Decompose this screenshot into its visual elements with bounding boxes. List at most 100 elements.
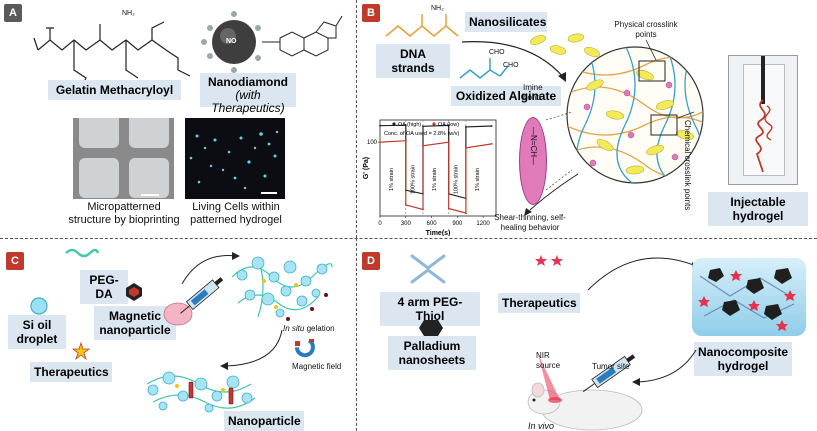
nanodiamond-illustration	[201, 11, 343, 73]
peg-da-squiggle	[65, 248, 100, 258]
in-situ-gelation-cluster	[231, 256, 333, 321]
shear-arrow	[524, 173, 579, 216]
chart-strain-label: 100% strain	[410, 165, 416, 194]
physical-crosslink-pointer	[645, 39, 657, 61]
living-cells-caption-line2: patterned hydrogel	[190, 214, 282, 226]
shear-thinning-label: Shear-thinning, self- healing behavior	[474, 213, 586, 233]
chart-point-low	[422, 208, 424, 211]
micropatterned-caption-line2: structure by bioprinting	[68, 214, 180, 226]
chart-y-axis-label: G' (Pa)	[363, 157, 370, 179]
palladium-label: Palladium nanosheets	[388, 336, 476, 370]
horizontal-divider	[0, 238, 817, 239]
nanodiamond-sublabel: (with Therapeutics)	[211, 88, 285, 115]
syringe-and-tissue	[163, 277, 224, 326]
no-label: NO	[226, 38, 237, 45]
nanosilicate-discs	[530, 33, 600, 57]
chart-x-tick-label: 600	[427, 221, 438, 227]
chart-strain-label: 1% strain	[475, 168, 481, 191]
chart-point-low	[447, 141, 450, 144]
in-situ-rest: gelation	[304, 324, 335, 333]
magnetic-field-arrow	[220, 329, 283, 370]
imine-pointer-lines	[545, 111, 573, 191]
chart-point-low	[490, 143, 493, 145]
injectable-hydrogel-label: Injectable hydrogel	[708, 192, 808, 226]
nanocomposite-line2: hydrogel	[717, 359, 769, 373]
cho-label-2: CHO	[503, 62, 519, 69]
chart-point-high	[422, 125, 424, 128]
nanocomposite-label: Nanocomposite hydrogel	[694, 342, 792, 376]
mixing-arrow	[461, 41, 566, 82]
physical-crosslink-label: Physical crosslink points	[611, 20, 681, 40]
imine-line1: Imine	[523, 83, 543, 92]
chart-point-high	[447, 124, 450, 127]
micropatterned-caption: Micropatterned structure by bioprinting	[62, 201, 186, 227]
panel-d-badge: D	[362, 252, 380, 270]
nanosilicates-label: Nanosilicates	[465, 12, 547, 32]
chart-plot-frame	[379, 119, 497, 217]
chart-point-low	[379, 141, 381, 144]
nanocomposite-line1: Nanocomposite	[697, 345, 788, 359]
in-vivo-label: In vivo	[528, 421, 555, 431]
therapeutics-label-c: Therapeutics	[30, 362, 112, 382]
peg-thiol-label: 4 arm PEG-Thiol	[380, 292, 480, 326]
in-situ-italic: In situ	[283, 324, 305, 333]
shear-line2: healing behavior	[500, 223, 560, 232]
injectable-hydrogel-vial	[728, 55, 798, 185]
palladium-line2: nanosheets	[398, 353, 466, 367]
panel-a-badge: A	[4, 4, 22, 22]
nir-line2: source	[536, 361, 561, 370]
chart-y-tick-label: 100	[367, 140, 378, 146]
si-oil-line1: Si oil	[22, 318, 52, 332]
nir-line1: NIR	[536, 351, 550, 360]
magnetic-line2: nanoparticle	[99, 323, 171, 337]
chart-legend-label: OA (low)	[438, 122, 459, 128]
si-oil-droplet-icon	[30, 297, 48, 315]
chart-x-axis-label: Time(s)	[426, 230, 451, 236]
mouse-in-vivo	[527, 354, 643, 431]
chart-annotation: Conc. of OA used = 2.8% (w/v)	[384, 131, 460, 137]
imine-bond-ellipse	[519, 117, 547, 205]
imine-bond-label: Imine bond	[523, 83, 553, 103]
therapeutics-label-d: Therapeutics	[498, 293, 580, 313]
nanocomposite-cube	[692, 258, 806, 336]
chart-point-low	[465, 147, 467, 149]
chemical-crosslink-pointer	[677, 111, 695, 119]
magnetic-field-label: Magnetic field	[292, 362, 342, 371]
chart-series-line-low	[379, 140, 492, 214]
vertical-divider-bottom	[356, 238, 357, 431]
in-situ-gelation-label: In situ gelation	[283, 324, 355, 334]
oxidized-alginate-structure	[459, 58, 509, 79]
chart-strain-label: 1% strain	[389, 168, 395, 191]
chart-legend-marker	[392, 122, 396, 126]
aligned-nanoparticle-cluster	[146, 371, 256, 413]
palladium-line1: Palladium	[403, 339, 461, 353]
nh2-label-a: NH₂	[122, 10, 135, 17]
chart-point-high	[404, 124, 407, 127]
magnetic-line1: Magnetic	[108, 309, 161, 323]
chart-point-low	[404, 139, 407, 142]
invivo-arrow	[632, 349, 697, 386]
chart-x-tick-label: 900	[452, 221, 463, 227]
chart-point-low	[404, 203, 407, 206]
nanodiamond-label: Nanodiamond	[208, 75, 288, 89]
chart-point-high	[465, 126, 467, 128]
chart-legend-label: OA (high)	[398, 122, 421, 128]
chart-x-tick-label: 300	[401, 221, 412, 227]
chart-point-high	[379, 124, 381, 127]
living-cells-caption-line1: Living Cells within	[192, 201, 280, 213]
nh2-label-b1: NH₂	[431, 5, 444, 12]
dna-strands-label: DNA strands	[376, 44, 450, 78]
hydrogel-network	[566, 46, 704, 184]
injection-arrow	[181, 252, 240, 285]
oxidized-alginate-label: Oxidized Alginate	[451, 86, 561, 106]
chemical-crosslink-label: Chemical crosslink points	[683, 120, 692, 211]
imine-line2: bond	[523, 93, 541, 102]
si-oil-line2: droplet	[16, 332, 58, 346]
chart-x-tick-label: 0	[378, 221, 382, 227]
chart-point-low	[447, 207, 450, 210]
therapeutics-star-icon	[72, 342, 90, 360]
vertical-divider-top	[356, 0, 357, 238]
micropatterned-structure-image	[73, 118, 174, 199]
